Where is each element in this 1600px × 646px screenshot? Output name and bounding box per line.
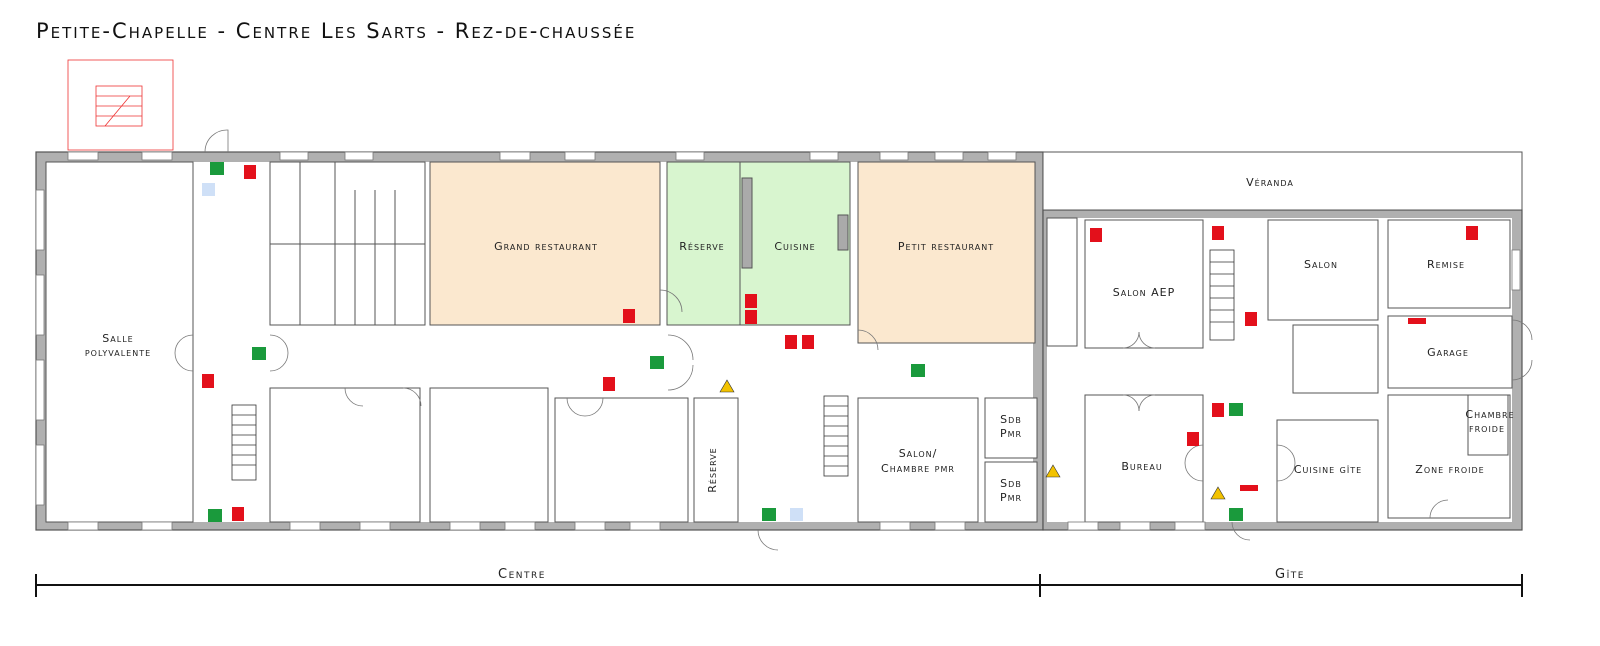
label-sdb-pmr-2: Sdb [1000,477,1022,490]
alarm-panel-icon [1408,318,1426,324]
label-zone-froide: Zone froide [1415,463,1484,476]
extinguisher-icon [745,310,757,324]
label-sdb-pmr-1: Sdb [1000,413,1022,426]
extinguisher-icon [232,507,244,521]
exit-sign-icon [762,508,776,521]
label-cuisine: Cuisine [774,240,815,253]
room-bottom-3 [554,397,689,523]
veranda-area [1042,151,1523,211]
exit-sign-icon [911,364,925,377]
windows [35,151,1521,531]
kitchen-stove [837,214,849,251]
extinguisher-icon [1187,432,1199,446]
extinguisher-icon [244,165,256,179]
electrical-warnings [719,379,1226,500]
exit-sign-icon [210,162,224,175]
label-veranda: Véranda [1246,176,1294,189]
extinguisher-icon [1090,228,1102,242]
extinguisher-icon [623,309,635,323]
label-salle-polyvalente: Salle [102,332,133,345]
extinguishers [202,165,1478,521]
warning-icon [1210,486,1226,500]
label-reserve-2: Réserve [706,447,719,492]
label-salon: Salon [1304,258,1338,271]
warning-icon [1045,464,1061,478]
room-cuisine [739,161,851,326]
warning-icon [719,379,735,393]
exit-sign-icon [1229,508,1243,521]
label-petit-restaurant: Petit restaurant [898,240,994,253]
room-zone-froide [1387,394,1511,519]
room-salon-aep [1084,219,1204,349]
label-sdb-pmr-2b: Pmr [1000,491,1022,504]
blue-marker-icon [790,508,803,521]
room-reserve-2 [693,397,739,523]
blue-marker-icon [202,183,215,196]
label-reserve: Réserve [679,240,724,253]
doors [174,129,1533,551]
room-wc-gite [1046,217,1078,347]
extinguisher-icon [745,294,757,308]
label-salon-chambre-pmr-2: Chambre pmr [881,462,955,475]
room-bottom-1 [269,387,421,523]
room-sdb-pmr-2 [984,461,1038,523]
label-remise: Remise [1427,258,1465,271]
extinguisher-icon [1212,403,1224,417]
toilet-stalls [270,162,425,325]
label-chambre-froide-2: froide [1469,422,1505,435]
plan-title: Petite-Chapelle - Centre Les Sarts - Rez… [36,19,636,43]
room-salon-chambre-pmr [857,397,979,523]
room-bureau [1084,394,1204,523]
room-garage [1387,315,1513,389]
extinguisher-icon [1466,226,1478,240]
room-sanitaires-gite [1292,324,1379,394]
label-bureau: Bureau [1121,460,1162,473]
alarm-panel-icon [1240,485,1258,491]
exit-sign-icon [208,509,222,522]
label-salon-aep: Salon AEP [1113,286,1176,299]
room-chambre-froide [1467,394,1509,456]
section-scale-bar [35,574,1523,597]
room-petit-restaurant [857,161,1036,344]
label-salon-chambre-pmr: Salon/ [899,447,938,460]
room-bottom-2 [429,387,549,523]
exit-sign-icon [252,347,266,360]
room-salon [1267,219,1379,321]
room-grand-restaurant [429,161,661,326]
extinguisher-icon [603,377,615,391]
exit-signs [208,162,1243,522]
exit-sign-icon [1229,403,1243,416]
label-salle-polyvalente-2: polyvalente [85,346,151,359]
label-chambre-froide: Chambre [1465,408,1514,421]
extinguisher-icon [802,335,814,349]
section-label-gite: Gîte [1275,567,1305,582]
exit-sign-icon [650,356,664,369]
label-sdb-pmr-1b: Pmr [1000,427,1022,440]
room-salle-polyvalente [45,161,194,523]
room-cuisine-gite [1276,419,1379,523]
extinguisher-icon [1212,226,1224,240]
rooms [45,161,1513,523]
section-label-centre: Centre [498,567,546,582]
kitchen-counter [741,177,753,269]
label-garage: Garage [1427,346,1469,359]
extinguisher-icon [1245,312,1257,326]
external-staircase [67,59,174,151]
room-remise [1387,219,1511,309]
staircases [231,249,1235,481]
room-sdb-pmr-1 [984,397,1038,459]
label-cuisine-gite: Cuisine gîte [1294,463,1362,476]
label-grand-restaurant: Grand restaurant [494,240,598,253]
room-reserve [666,161,741,326]
extinguisher-icon [202,374,214,388]
extinguisher-icon [785,335,797,349]
